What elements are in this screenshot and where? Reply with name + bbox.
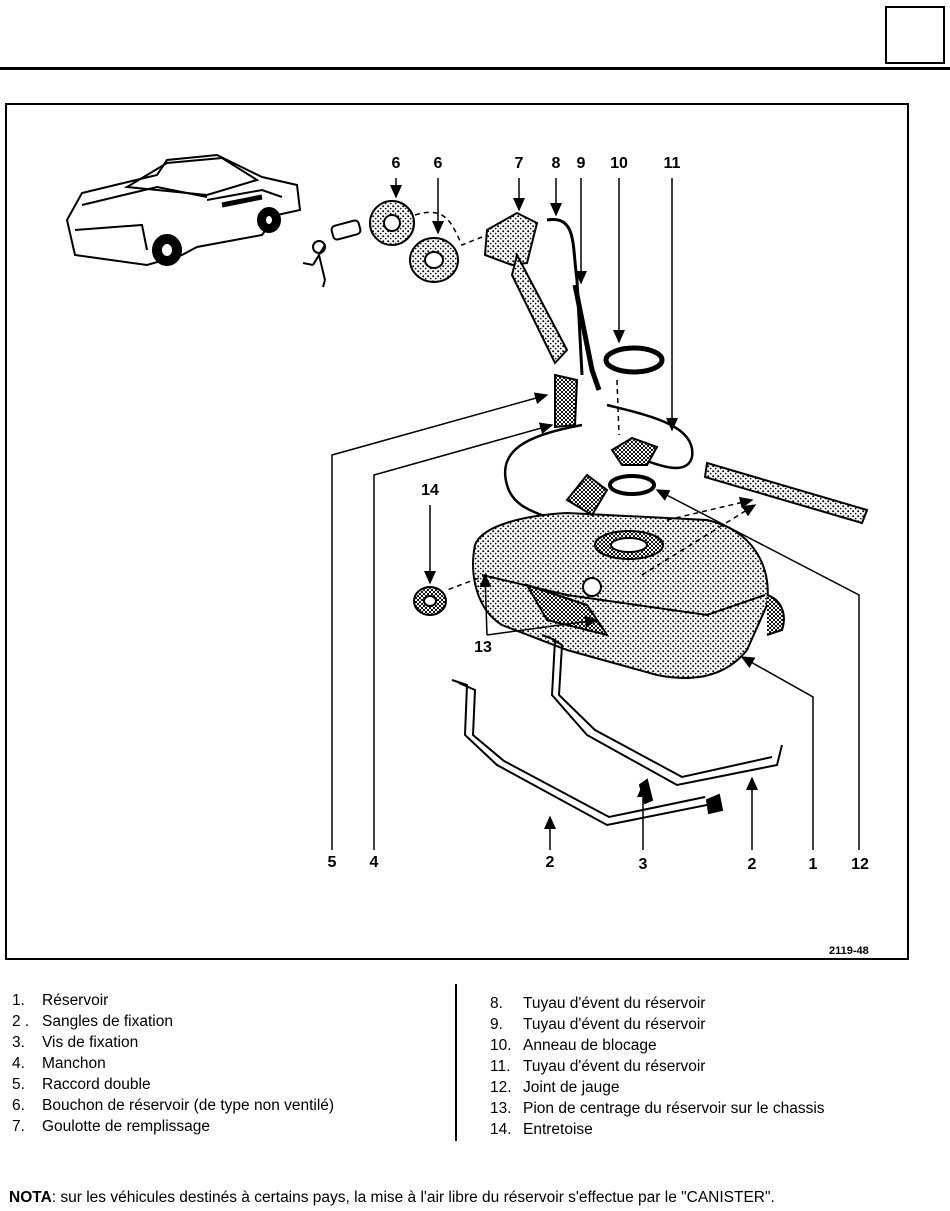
- legend-item: 6. Bouchon de réservoir (de type non vent…: [12, 1095, 334, 1116]
- callout-14: 14: [421, 482, 439, 499]
- note-paragraph: NOTA: sur les véhicules destinés à certa…: [9, 1189, 775, 1207]
- callout-8: 8: [551, 155, 561, 172]
- legend-text: Tuyau d'évent du réservoir: [523, 1016, 706, 1033]
- legend-item: 12. Joint de jauge: [490, 1077, 825, 1098]
- vent-tube-9: [572, 284, 602, 391]
- spacer-illustration: [413, 586, 447, 616]
- legend-number: 1.: [12, 992, 25, 1009]
- legend-number: 3.: [12, 1034, 25, 1051]
- legend-number: 13.: [490, 1100, 512, 1117]
- callout-12: 12: [851, 856, 869, 873]
- legend-number: 8.: [490, 995, 503, 1012]
- legend-number: 6.: [12, 1097, 25, 1114]
- legend-number: 10.: [490, 1037, 512, 1054]
- strip-arrow-2: [641, 504, 757, 576]
- strip-arrow-1: [666, 496, 754, 521]
- legend-text: Vis de fixation: [42, 1034, 139, 1051]
- legend-text: Anneau de blocage: [523, 1037, 657, 1054]
- legend-number: 9.: [490, 1016, 503, 1033]
- legend-item: 3. Vis de fixation: [12, 1032, 334, 1053]
- callout-7: 7: [514, 155, 524, 172]
- legend-item: 1. Réservoir: [12, 990, 334, 1011]
- legend-item: 8. Tuyau d'évent du réservoir: [490, 993, 825, 1014]
- legend-divider: [455, 984, 457, 1141]
- callout-4: 4: [369, 854, 379, 871]
- page-corner-box: [885, 6, 945, 64]
- key-illustration: [302, 219, 362, 288]
- vent-tube-11: [606, 403, 694, 470]
- legend-item: 13. Pion de centrage du réservoir sur le …: [490, 1098, 825, 1119]
- leader-lines: [331, 178, 860, 850]
- legend-text: Tuyau d'évent du réservoir: [523, 995, 706, 1012]
- fuel-cap-illustration: [369, 200, 459, 283]
- legend-text: Manchon: [42, 1055, 106, 1072]
- legend-text: Entretoise: [523, 1121, 593, 1138]
- legend-text: Raccord double: [42, 1076, 151, 1093]
- legend-number: 5.: [12, 1076, 25, 1093]
- legend-item: 10. Anneau de blocage: [490, 1035, 825, 1056]
- cap-dashed-line: [414, 211, 483, 246]
- gauge-unit: [610, 436, 659, 466]
- legend-right: 8. Tuyau d'évent du réservoir 9. Tuyau d'é…: [490, 993, 825, 1140]
- legend-text: Pion de centrage du réservoir sur le cha…: [523, 1100, 825, 1117]
- legend-number: 14.: [490, 1121, 512, 1138]
- legend-item: 5. Raccord double: [12, 1074, 334, 1095]
- exploded-view-figure: 5 4 2 3 2 1 12 6 6 7 8 9 10 11 14 13 211…: [5, 103, 909, 960]
- header-rule: [0, 67, 950, 70]
- legend-text: Sangles de fixation: [42, 1013, 173, 1030]
- legend-item: 11. Tuyau d'évent du réservoir: [490, 1056, 825, 1077]
- callout-13: 13: [474, 639, 492, 656]
- mounting-straps: [451, 634, 783, 827]
- legend-item: 14. Entretoise: [490, 1119, 825, 1140]
- callout-5: 5: [327, 854, 337, 871]
- legend-number: 2 .: [12, 1013, 30, 1030]
- figure-code: 2119-48: [829, 945, 869, 957]
- callout-10: 10: [610, 155, 628, 172]
- callout-6-right: 6: [433, 155, 443, 172]
- insulation-strip: [703, 461, 869, 525]
- filler-neck-illustration: [483, 211, 579, 429]
- legend-left: 1. Réservoir 2 . Sangles de fixation 3. Vis…: [12, 990, 334, 1137]
- callout-9: 9: [576, 155, 586, 172]
- callout-2-right: 2: [747, 856, 757, 873]
- callout-6-left: 6: [391, 155, 401, 172]
- legend-number: 12.: [490, 1079, 512, 1096]
- locking-ring: [603, 345, 665, 375]
- legend-number: 7.: [12, 1118, 25, 1135]
- legend-text: Goulotte de remplissage: [42, 1118, 211, 1135]
- legend-item: 7. Goulotte de remplissage: [12, 1116, 334, 1137]
- ring-dashed-line: [616, 379, 620, 436]
- callout-3: 3: [638, 856, 648, 873]
- car-illustration: [65, 153, 302, 267]
- legend-text: Tuyau d'évent du réservoir: [523, 1058, 706, 1075]
- spacer-dashed-line: [446, 574, 488, 591]
- callout-2-left: 2: [545, 854, 555, 871]
- note-text: : sur les véhicules destinés à certains …: [51, 1189, 775, 1206]
- legend-text: Réservoir: [42, 992, 109, 1009]
- legend-number: 4.: [12, 1055, 25, 1072]
- legend-text: Joint de jauge: [523, 1079, 620, 1096]
- callout-1: 1: [808, 856, 818, 873]
- fuel-tank-diagram: [65, 153, 869, 850]
- legend-number: 11.: [490, 1058, 511, 1075]
- callout-11: 11: [663, 155, 681, 172]
- legend-item: 2 . Sangles de fixation: [12, 1011, 334, 1032]
- note-label: NOTA: [9, 1189, 52, 1206]
- legend-item: 9. Tuyau d'évent du réservoir: [490, 1014, 825, 1035]
- legend-text: Bouchon de réservoir (de type non ventil…: [42, 1097, 335, 1114]
- gauge-seal: [608, 474, 656, 496]
- legend-item: 4. Manchon: [12, 1053, 334, 1074]
